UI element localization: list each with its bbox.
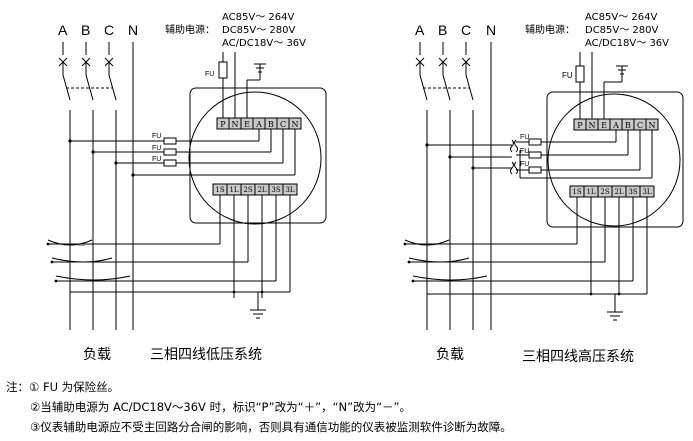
aux-power-prefix: 辅助电源： bbox=[165, 23, 215, 36]
meter-housing bbox=[189, 87, 327, 224]
terminal-n2-right: N bbox=[649, 121, 656, 130]
terminal-c: C bbox=[280, 120, 286, 129]
aux-power-dc: DC85V～ 280V bbox=[222, 25, 296, 36]
fuse-label-c-right: FU bbox=[520, 161, 529, 168]
fuse-label-b: FU bbox=[152, 145, 161, 152]
system-label-left: 三相四线低压系统 bbox=[150, 347, 262, 363]
load-label-left: 负载 bbox=[83, 347, 111, 363]
note-3: ③仪表辅助电源应不受主回路分合闸的影响，否则具有通信功能的仪表被监测软件诊断为故… bbox=[30, 420, 512, 434]
terminal-3s-right: 3S bbox=[628, 188, 637, 196]
aux-power-acdc: AC/DC18V～ 36V bbox=[222, 38, 306, 49]
terminal-a-right: A bbox=[612, 121, 619, 130]
current-transformers bbox=[47, 195, 291, 319]
phase-label-c: C bbox=[104, 22, 114, 38]
terminal-c-right: C bbox=[637, 121, 643, 130]
phase-label-b-right: B bbox=[438, 22, 447, 38]
terminal-2s-right: 2S bbox=[600, 188, 609, 196]
terminal-3s: 3S bbox=[271, 186, 280, 194]
fuse-main-right bbox=[575, 65, 585, 83]
fuse-label-a: FU bbox=[152, 133, 161, 140]
fuse-main-label-right: FU bbox=[562, 71, 573, 80]
phase-label-n: N bbox=[128, 22, 138, 38]
load-label-right: 负载 bbox=[436, 347, 464, 363]
low-voltage-diagram: A B C N bbox=[46, 12, 327, 363]
phase-label-n-right: N bbox=[486, 22, 496, 38]
terminal-3l: 3L bbox=[285, 186, 294, 194]
terminal-1s-right: 1S bbox=[572, 188, 581, 196]
terminal-e-right: E bbox=[601, 121, 607, 130]
bottom-terminal-strip-right bbox=[569, 185, 655, 198]
aux-power-dc-right: DC85V～ 280V bbox=[585, 25, 659, 36]
fuse-main-label: FU bbox=[205, 71, 214, 78]
aux-power-acdc-right: AC/DC18V～ 36V bbox=[585, 38, 669, 49]
terminal-n: N bbox=[232, 120, 239, 129]
terminal-a: A bbox=[255, 120, 262, 129]
terminal-2l-right: 2L bbox=[614, 188, 623, 196]
terminal-b-right: B bbox=[625, 121, 631, 130]
terminal-n2: N bbox=[292, 120, 299, 129]
phase-label-a: A bbox=[58, 22, 68, 38]
notes-prefix: 注： bbox=[6, 380, 29, 394]
note-2: ②当辅助电源为 AC/DC18V～36V 时，标识“P”改为“＋”，“N”改为“… bbox=[30, 400, 411, 414]
phase-label-c-right: C bbox=[461, 22, 471, 38]
high-voltage-diagram: A B C N 辅助电源： AC85V～ 264V DC85V～ 280V AC… bbox=[403, 12, 684, 365]
terminal-b: B bbox=[268, 120, 274, 129]
current-transformers-right bbox=[404, 197, 648, 321]
aux-power-ac: AC85V～ 264V bbox=[222, 12, 294, 23]
breaker-c bbox=[104, 42, 117, 330]
fuse-label-c: FU bbox=[152, 156, 161, 163]
meter-dial-right bbox=[547, 93, 681, 227]
breaker-b bbox=[81, 42, 94, 330]
top-terminal-strip bbox=[216, 117, 302, 130]
voltage-fuses bbox=[70, 129, 296, 176]
fuse-label-b-right: FU bbox=[520, 148, 529, 155]
fuse-label-a-right: FU bbox=[520, 134, 529, 141]
terminal-p: P bbox=[220, 120, 226, 129]
terminal-3l-right: 3L bbox=[642, 188, 651, 196]
terminal-2l: 2L bbox=[257, 186, 266, 194]
bottom-terminal-strip bbox=[212, 183, 298, 196]
terminal-1s: 1S bbox=[215, 186, 224, 194]
phase-label-a-right: A bbox=[415, 22, 425, 38]
terminal-2s: 2S bbox=[243, 186, 252, 194]
note-1-text: ① FU 为保险丝。 bbox=[29, 380, 120, 394]
note-1: 注：① FU 为保险丝。 bbox=[6, 377, 512, 397]
svg-text:﹋: ﹋ bbox=[78, 244, 85, 253]
voltage-transformers bbox=[427, 130, 653, 179]
meter-dial bbox=[188, 91, 322, 225]
system-label-right: 三相四线高压系统 bbox=[522, 348, 634, 365]
terminal-e: E bbox=[244, 120, 250, 129]
phase-label-b: B bbox=[81, 22, 90, 38]
fuse-main bbox=[218, 61, 228, 79]
breakers-right bbox=[415, 42, 492, 330]
terminal-n-right: N bbox=[589, 121, 596, 130]
terminal-p-right: P bbox=[577, 121, 583, 130]
meter-housing-right bbox=[546, 91, 684, 228]
aux-power-ac-right: AC85V～ 264V bbox=[585, 12, 657, 23]
notes: 注：① FU 为保险丝。 ②当辅助电源为 AC/DC18V～36V 时，标识“P… bbox=[6, 377, 512, 437]
terminal-1l: 1L bbox=[229, 186, 238, 194]
breaker-a bbox=[58, 42, 71, 330]
aux-power-prefix-right: 辅助电源： bbox=[525, 23, 575, 36]
terminal-1l-right: 1L bbox=[586, 188, 595, 196]
